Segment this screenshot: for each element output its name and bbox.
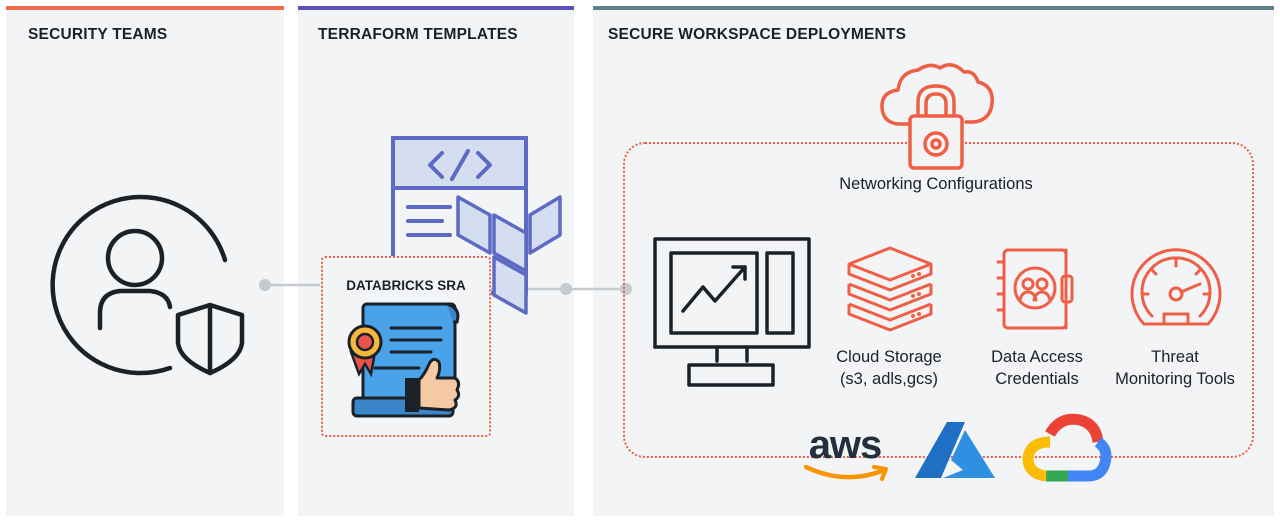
threat-monitoring-tools-label: Threat Monitoring Tools	[1100, 346, 1250, 390]
component-line1: Cloud Storage	[836, 348, 942, 366]
aws-smile-icon	[803, 464, 888, 481]
sra-title: DATABRICKS SRA	[346, 278, 466, 293]
cloud-storage-label: Cloud Storage (s3, adls,gcs)	[808, 346, 970, 390]
terraform-template-icon	[391, 136, 562, 315]
cloud-lock-icon	[880, 63, 994, 170]
storage-stack-icon	[847, 246, 933, 332]
panel-accent-bar	[6, 6, 284, 10]
google-cloud-logo	[1022, 413, 1112, 482]
data-access-credentials-label: Data Access Credentials	[962, 346, 1112, 390]
panel-title: SECURITY TEAMS	[28, 26, 168, 43]
monitor-chart-icon	[653, 237, 811, 387]
aws-logo-text: aws	[808, 423, 883, 467]
panel-title: SECURE WORKSPACE DEPLOYMENTS	[608, 26, 907, 43]
certificate-thumbs-up-icon	[347, 302, 461, 418]
user-shield-icon	[50, 194, 245, 376]
gauge-icon	[1130, 248, 1222, 326]
panel-accent-bar	[298, 6, 574, 10]
component-line2: (s3, adls,gcs)	[839, 370, 939, 388]
azure-logo	[915, 422, 995, 478]
component-line2: Credentials	[995, 370, 1079, 388]
component-line2: Monitoring Tools	[1115, 370, 1235, 388]
component-line1: Data Access	[991, 348, 1083, 366]
security-teams-panel: SECURITY TEAMS	[6, 6, 284, 516]
panel-title: TERRAFORM TEMPLATES	[318, 26, 518, 43]
credentials-icon	[996, 248, 1074, 330]
panel-accent-bar	[593, 6, 1274, 10]
aws-logo: aws	[802, 423, 892, 483]
networking-configurations-label: Networking Configurations	[839, 175, 1033, 193]
component-line1: Threat	[1151, 348, 1199, 366]
